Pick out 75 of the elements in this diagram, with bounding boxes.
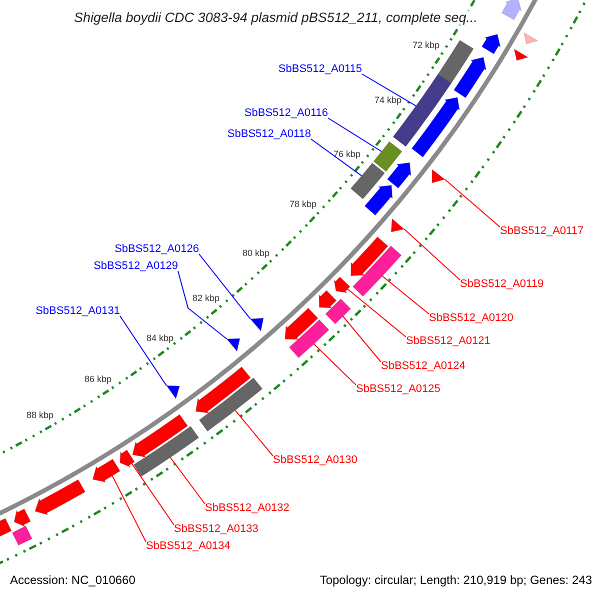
gene-bar: [350, 162, 385, 200]
pointed-gene-bar: [454, 57, 486, 98]
gene-bar: [352, 246, 402, 297]
gene-label: SbBS512_A0120: [429, 312, 514, 325]
gene-label: SbBS512_A0121: [406, 335, 490, 348]
gene-label: SbBS512_A0131: [36, 305, 120, 318]
pointed-gene-bar: [482, 34, 501, 54]
scale-label: 78 kbp: [289, 199, 317, 209]
leader-line: [328, 118, 382, 152]
gene-label: SbBS512_A0125: [356, 383, 440, 396]
leader-line: [170, 456, 206, 504]
leader-line: [362, 74, 417, 106]
pointed-gene-bar: [501, 0, 522, 20]
pointed-gene-bar: [284, 308, 318, 340]
gene-triangle: [432, 168, 446, 184]
gene-label: SbBS512_A0132: [205, 502, 290, 515]
accession-text: Accession: NC_010660: [10, 573, 136, 588]
scale-label: 80 kbp: [242, 248, 270, 258]
leader-line: [131, 463, 174, 526]
gene-triangle: [390, 218, 405, 232]
gene-label: SbBS512_A0133: [174, 523, 258, 536]
gene-bar: [325, 298, 351, 324]
gene-bar: [198, 378, 263, 432]
gene-triangle: [514, 48, 529, 61]
gene-label: SbBS512_A0134: [146, 540, 230, 553]
scale-label: 72 kbp: [412, 40, 440, 50]
leader-line: [310, 138, 362, 176]
leader-line: [234, 410, 274, 456]
pointed-gene-bar: [195, 366, 251, 414]
gene-label: SbBS512_A0115: [278, 63, 362, 76]
pointed-gene-bar: [318, 290, 337, 308]
pointed-gene-bar: [387, 162, 412, 188]
leader-line: [313, 343, 356, 386]
gene-label: SbBS512_A0126: [114, 243, 199, 256]
gene-bar: [12, 526, 32, 546]
gene-label: SbBS512_A0116: [244, 107, 328, 120]
leader-line: [382, 276, 430, 314]
leader-line: [178, 270, 228, 340]
scale-label: 76 kbp: [333, 149, 361, 159]
gene-label: SbBS512_A0129: [94, 260, 178, 273]
gene-label: SbBS512_A0117: [500, 225, 584, 238]
pointed-gene-bar: [120, 450, 135, 468]
scale-label: 84 kbp: [146, 333, 174, 343]
gene-triangle: [226, 338, 240, 352]
pointed-gene-bar: [132, 414, 188, 458]
pointed-gene-bar: [14, 508, 31, 527]
scale-label: 86 kbp: [84, 374, 112, 384]
pointed-gene-bar: [334, 276, 350, 294]
gene-label: SbBS512_A0124: [381, 360, 466, 373]
leader-line: [112, 475, 146, 542]
gene-triangle: [166, 385, 180, 400]
pointed-gene-bar: [364, 185, 393, 216]
gene-bar: [289, 319, 330, 358]
leader-line: [120, 316, 167, 386]
gene-bar: [438, 40, 474, 84]
scale-label: 88 kbp: [26, 410, 54, 420]
topology-text: Topology: circular; Length: 210,919 bp; Genes: 243: [320, 573, 592, 588]
gene-label: SbBS512_A0118: [227, 128, 311, 141]
pointed-gene-bar: [411, 97, 460, 158]
leader-line: [347, 288, 406, 338]
leader-line: [404, 228, 460, 280]
scale-label: 74 kbp: [374, 95, 402, 105]
gene-label: SbBS512_A0130: [273, 454, 358, 467]
gene-bar: [134, 426, 200, 477]
pointed-gene-bar: [350, 236, 388, 276]
gene-triangle: [250, 318, 264, 332]
pointed-gene-bar: [92, 458, 120, 482]
scale-label: 82 kbp: [192, 293, 220, 303]
leader-line: [198, 254, 251, 320]
gene-label: SbBS512_A0119: [460, 278, 544, 291]
pointed-gene-bar: [34, 479, 86, 516]
gene-bar: [373, 141, 402, 172]
leader-line: [342, 316, 382, 362]
gene-triangle: [523, 32, 538, 44]
leader-line: [444, 178, 500, 228]
